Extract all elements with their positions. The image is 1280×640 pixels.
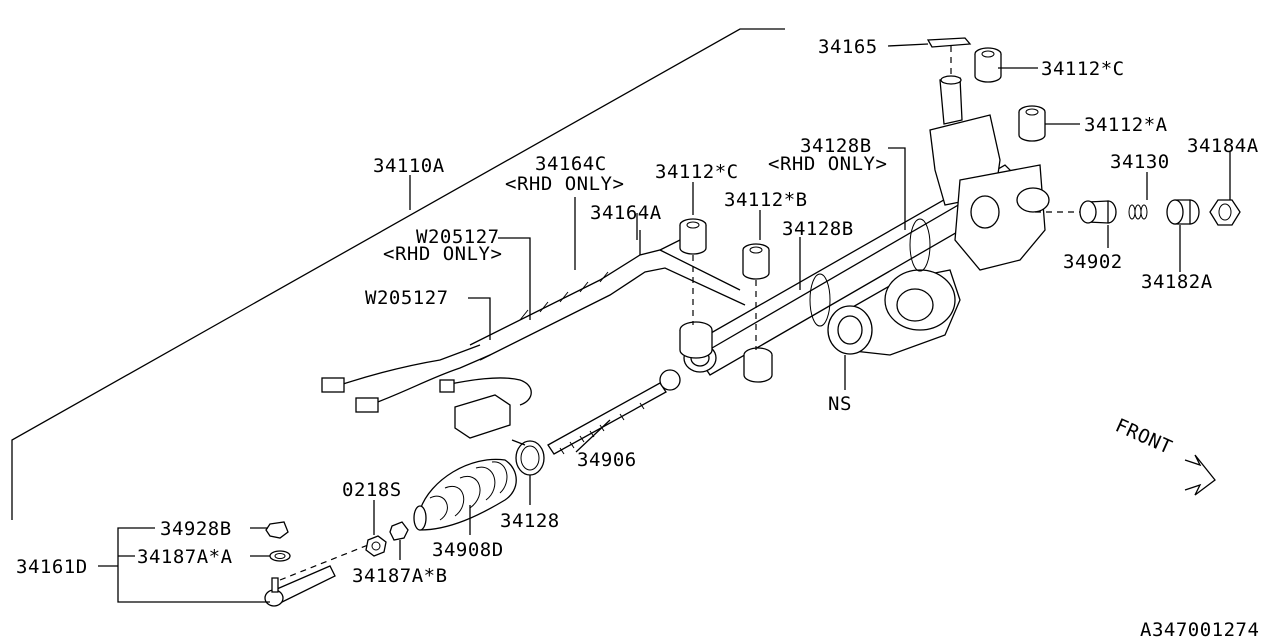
- label-34130: 34130: [1110, 151, 1170, 173]
- leader-dash-5: [279, 544, 369, 581]
- label-34182a: 34182A: [1141, 271, 1213, 293]
- label-34184a: 34184A: [1187, 135, 1259, 157]
- cap-34928b: [265, 521, 289, 539]
- nut-0218s: [365, 535, 387, 557]
- seal-34187a-a: [269, 550, 291, 562]
- bush-34112c-mid: [679, 218, 707, 255]
- leader-w205127-a: [498, 237, 531, 320]
- assembly-outline-line: [11, 28, 785, 520]
- label-34908d: 34908D: [432, 539, 504, 561]
- label-w205127-a: W205127: [416, 226, 500, 248]
- boot-34908d: [413, 458, 517, 531]
- leader-34128b-top: [888, 147, 906, 230]
- cap-34165: [926, 37, 972, 48]
- bush-34112b: [742, 243, 770, 280]
- leader-34165: [887, 43, 929, 47]
- lockwasher-34187a-b: [389, 521, 409, 541]
- label-front: FRONT: [1112, 414, 1175, 458]
- label-34112c-top: 34112*C: [1041, 58, 1125, 80]
- diagram-id: A347001274: [1140, 619, 1259, 640]
- leader-34906: [575, 419, 611, 453]
- label-34110a: 34110A: [373, 155, 445, 177]
- leader-w205127-b: [468, 297, 491, 340]
- connector-block: [454, 394, 511, 439]
- bush-34112c-top: [974, 47, 1002, 83]
- tie-rod-34906: [547, 369, 681, 455]
- label-w205127-b: W205127: [365, 287, 449, 309]
- gear-housing: [679, 75, 1050, 383]
- connector-2: [355, 397, 379, 413]
- label-34164a: 34164A: [590, 202, 662, 224]
- label-34165: 34165: [818, 36, 878, 58]
- label-ns: NS: [828, 393, 852, 415]
- label-34112c-mid: 34112*C: [655, 161, 739, 183]
- connector-3: [439, 379, 455, 393]
- tie-rod-end-34161d: [264, 565, 336, 607]
- label-34161d: 34161D: [16, 556, 88, 578]
- label-34128b-top: 34128B: [800, 135, 872, 157]
- bush-34112a: [1018, 105, 1046, 142]
- label-34187a-b: 34187A*B: [352, 565, 448, 587]
- clamp-34128: [511, 439, 545, 476]
- leader-bracket-34161d: [117, 527, 270, 603]
- connector-1: [321, 377, 345, 393]
- label-rhd-only-1: <RHD ONLY>: [768, 153, 887, 175]
- adjuster-parts: [1079, 199, 1241, 226]
- label-34902: 34902: [1063, 251, 1123, 273]
- label-34112a-right: 34112*A: [1084, 114, 1168, 136]
- label-rhd-only-2: <RHD ONLY>: [505, 173, 624, 195]
- front-arrow: [1184, 454, 1216, 496]
- wiring-harness: [321, 344, 532, 439]
- label-34928b: 34928B: [160, 518, 232, 540]
- label-0218s: 0218S: [342, 479, 402, 501]
- label-34164c: 34164C: [535, 153, 607, 175]
- label-34187a-a: 34187A*A: [137, 546, 233, 568]
- label-rhd-only-3: <RHD ONLY>: [383, 243, 502, 265]
- label-34128: 34128: [500, 510, 560, 532]
- label-34906: 34906: [577, 449, 637, 471]
- label-34112b: 34112*B: [724, 189, 808, 211]
- label-34128b-mid: 34128B: [782, 218, 854, 240]
